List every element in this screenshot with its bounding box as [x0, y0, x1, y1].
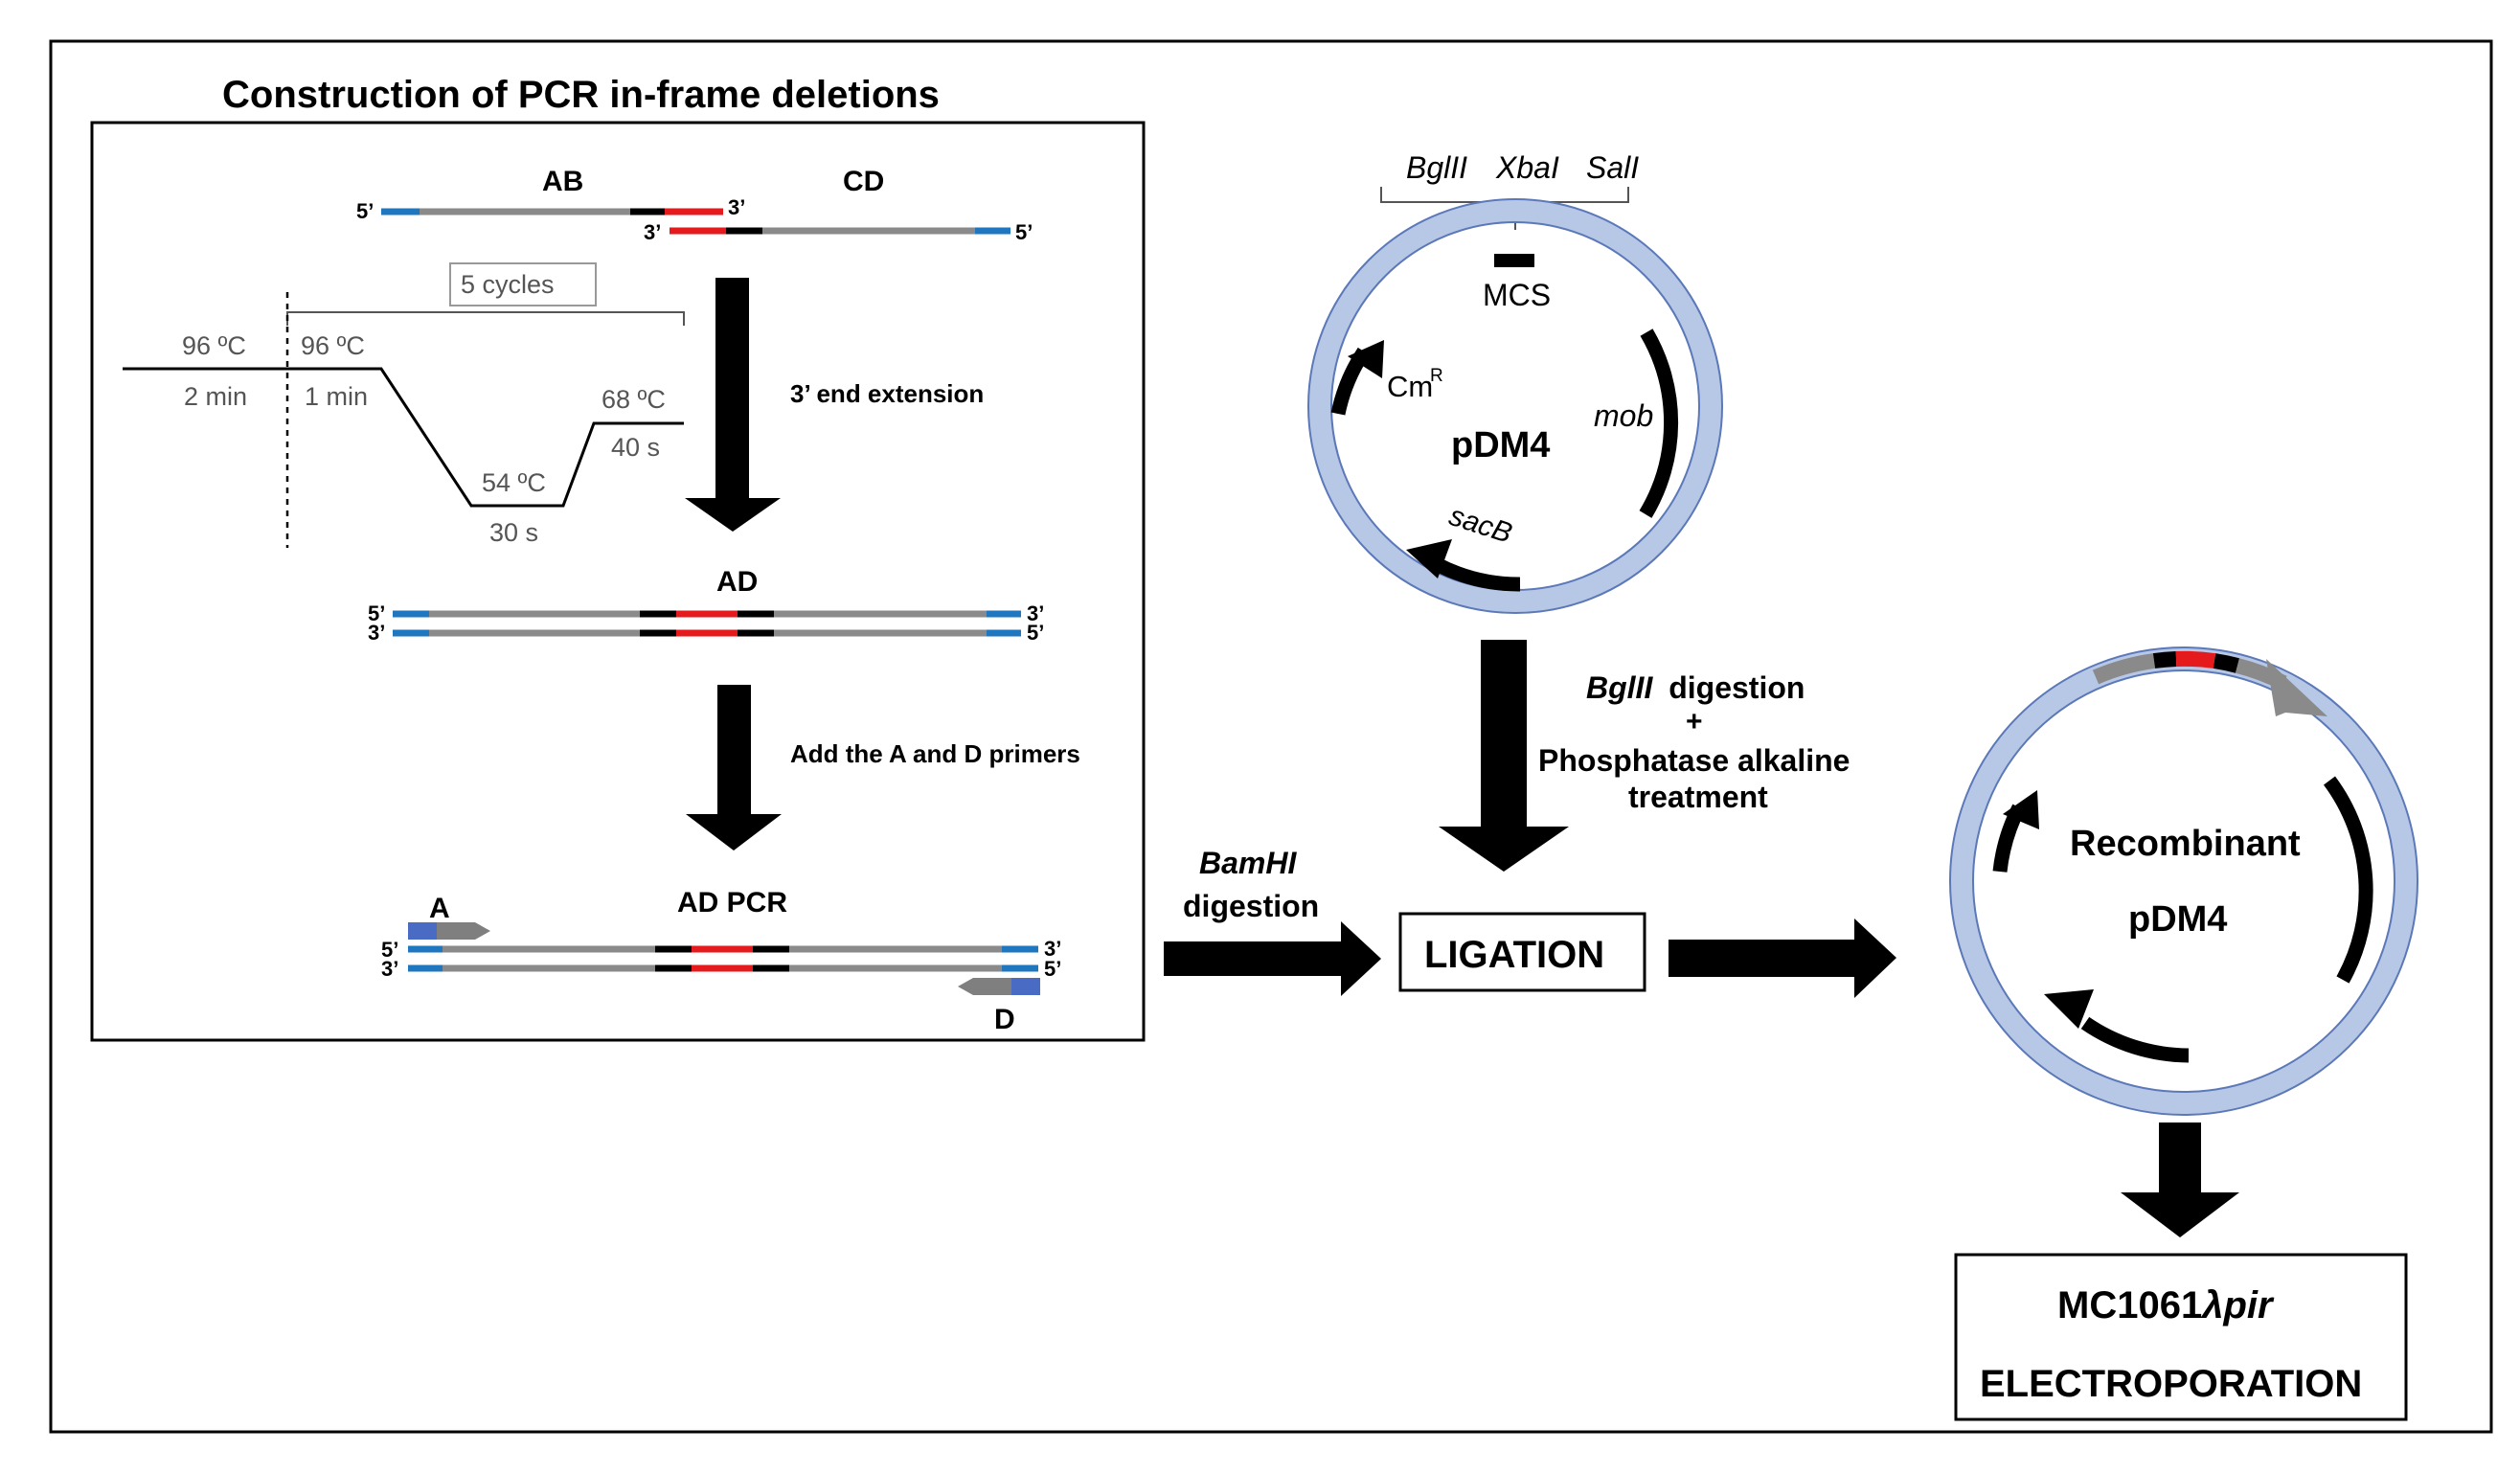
primer-d-label: D	[994, 1004, 1015, 1035]
bglii-line3: treatment	[1628, 780, 1768, 814]
adpcr-bottom-left: 3’	[381, 957, 398, 981]
extend-temp: 68 ºC	[602, 385, 666, 414]
extend-time: 40 s	[611, 433, 660, 462]
cycles-label: 5 cycles	[461, 270, 555, 299]
fragment-cd-label: CD	[843, 166, 884, 197]
primer-a-label: A	[429, 893, 450, 924]
site-sali: SalI	[1586, 150, 1639, 185]
recomb-sacb-gene	[2080, 1016, 2190, 1063]
bglii-line2: Phosphatase alkaline	[1538, 743, 1850, 778]
denature-temp: 96 ºC	[301, 331, 365, 360]
mob-label: mob	[1594, 398, 1653, 433]
pdm4-name: pDM4	[1451, 425, 1550, 465]
mob-gene	[1639, 329, 1679, 518]
bglii-line1: BglII digestion	[1586, 670, 1805, 705]
primer-a-tag	[408, 922, 437, 940]
bglii-plus: +	[1686, 706, 1703, 737]
mcs-label: MCS	[1483, 278, 1551, 312]
recombinant-line1: Recombinant	[2070, 824, 2301, 864]
recomb-sacb-arrowhead	[2044, 989, 2094, 1029]
pdm4-ring-fill	[1309, 200, 1721, 612]
plasmid-pdm4: BglII XbaI SalI MCS Cm R mob sacB pDM4	[1307, 150, 1723, 614]
ligation-box	[1398, 912, 1646, 992]
outer-frame	[49, 39, 2493, 1434]
pcr-panel	[90, 121, 1146, 1042]
adpcr-top-left: 5’	[381, 938, 398, 962]
recomb-mob-gene	[2323, 776, 2373, 984]
ad-bottom-right: 5’	[1027, 621, 1044, 645]
site-xbai: XbaI	[1495, 150, 1559, 185]
cycles-bracket	[286, 311, 685, 326]
denature-time: 1 min	[305, 382, 368, 411]
ad-top-left: 5’	[368, 601, 385, 625]
ligation-to-recombinant-arrow	[1669, 918, 1896, 998]
panel-title: Construction of PCR in-frame deletions	[222, 74, 940, 116]
step1-fragments: AB CD 5’ 3’ 3’ 5’	[356, 166, 1033, 244]
primers-label: Add the A and D primers	[790, 739, 1080, 768]
insert-red	[2175, 650, 2216, 669]
bamhi-digestion: digestion	[1183, 889, 1319, 923]
step2-ad: AD 5’ 3’ 3’ 5’	[368, 566, 1044, 645]
insert-black-left	[2152, 651, 2177, 669]
anneal-time: 30 s	[489, 518, 538, 547]
fragment-ab-label: AB	[542, 166, 583, 197]
strain-label: MC1061λpir	[2057, 1284, 2275, 1327]
anneal-temp: 54 ºC	[482, 468, 546, 497]
ad-label: AD	[716, 566, 758, 598]
extension-arrow	[685, 278, 781, 532]
final-box	[1954, 1253, 2408, 1421]
sacb-arrowhead	[1406, 539, 1452, 578]
bamhi-enzyme: BamHI	[1199, 846, 1297, 880]
cmr-label: Cm	[1387, 370, 1433, 403]
ad-top-right: 3’	[1027, 601, 1044, 625]
adpcr-label: AD PCR	[677, 887, 787, 918]
cd-left-end: 3’	[644, 220, 661, 244]
bglii-arrow	[1439, 640, 1569, 872]
electroporation-arrow	[2121, 1123, 2239, 1237]
sacb-label: sacB	[1445, 500, 1516, 550]
cmr-arrowhead	[1348, 340, 1384, 378]
strain-name: MC1061	[2057, 1284, 2202, 1327]
site-bglii: BglII	[1406, 150, 1467, 185]
ad-bottom-left: 3’	[368, 621, 385, 645]
sacb-gene	[1433, 557, 1521, 592]
recomb-cmr-arrowhead	[2003, 790, 2039, 829]
primers-arrow	[686, 685, 782, 850]
step3-adpcr: AD PCR A 5’ 3’ 3’ 5’ D	[381, 887, 1061, 1035]
recombinant-line2: pDM4	[2128, 899, 2227, 940]
insert-black-right	[2213, 653, 2240, 673]
adpcr-top-right: 3’	[1044, 937, 1061, 961]
extension-label: 3’ end extension	[790, 379, 984, 408]
insert-gray-left	[2092, 653, 2156, 685]
bglii-digestion: digestion	[1669, 670, 1805, 705]
adpcr-bottom-right: 5’	[1044, 957, 1061, 981]
initial-temp: 96 ºC	[182, 331, 246, 360]
recombinant-ring-fill	[1951, 648, 2417, 1114]
bglii-enzyme: BglII	[1586, 670, 1653, 705]
cmr-superscript: R	[1430, 366, 1443, 386]
strain-suffix: λpir	[2200, 1284, 2275, 1327]
cd-right-end: 5’	[1015, 220, 1033, 244]
bamhi-arrow	[1164, 921, 1381, 996]
ab-left-end: 5’	[356, 199, 374, 223]
initial-time: 2 min	[184, 382, 247, 411]
pcr-program: 5 cycles 96 ºC 2 min 96 ºC 1 min 54 ºC 3…	[123, 262, 685, 548]
method-label: ELECTROPORATION	[1980, 1363, 2362, 1405]
primer-d-tag	[1011, 978, 1040, 995]
insert-arrowhead	[2266, 659, 2327, 716]
ligation-label: LIGATION	[1424, 934, 1604, 976]
plasmid-recombinant: Recombinant pDM4	[1949, 646, 2418, 1116]
temperature-profile	[123, 367, 684, 508]
cycles-box	[449, 262, 597, 306]
ab-right-end: 3’	[728, 195, 745, 219]
